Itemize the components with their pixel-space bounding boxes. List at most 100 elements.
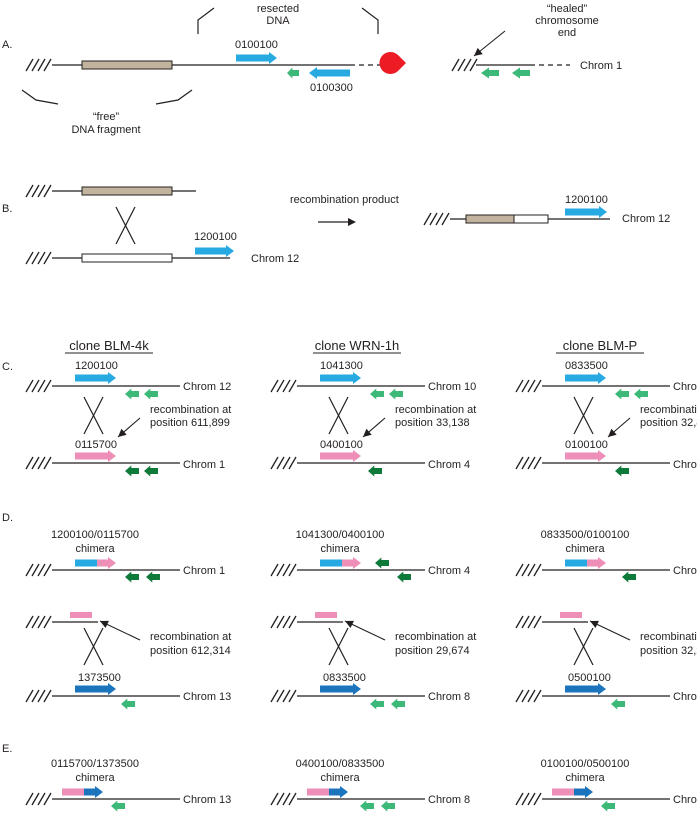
chromosome-end-hatch-icon — [515, 792, 542, 806]
hatch-mark — [521, 456, 530, 470]
hatch-mark — [276, 792, 285, 806]
b-primer-1200100-label: 1200100 — [194, 231, 237, 243]
c-bottom-darkgreen-arrow-a-2 — [615, 465, 629, 477]
healed-green-arrow-b — [512, 67, 530, 79]
c-recomb-line2-1: position 33,138 — [395, 417, 470, 429]
hatch-mark — [435, 212, 444, 226]
chromosome-end-hatch-icon — [270, 689, 297, 703]
d-chimera-line1-1: 1041300/0400100 — [296, 529, 385, 541]
b-product-tan-box — [465, 214, 515, 224]
hatch-mark — [37, 456, 46, 470]
chromosome-end-hatch-icon — [25, 379, 52, 393]
resected-label-line2: DNA — [266, 15, 290, 27]
hatch-mark — [25, 563, 34, 577]
d-bottom-green-arrow-a-1 — [370, 698, 384, 710]
chimera-right-segment — [97, 557, 116, 569]
hatch-mark — [527, 792, 536, 806]
e-chimera-line1-2: 0100100/0500100 — [541, 758, 630, 770]
d-recomb-line2-2: position 32,213 — [640, 645, 697, 657]
hatch-mark — [515, 379, 524, 393]
chromosome-end-hatch-icon — [451, 58, 478, 72]
chromosome-end-hatch-icon — [25, 251, 52, 265]
chimera-right-segment — [587, 557, 606, 569]
hatch-mark — [533, 689, 542, 703]
hatch-mark — [457, 58, 466, 72]
hatch-mark — [25, 379, 34, 393]
c-recomb-pointer-0-head — [118, 428, 127, 437]
d-bottom-green-arrow-b-1 — [391, 698, 405, 710]
hatch-mark — [463, 58, 472, 72]
hatch-mark — [288, 792, 297, 806]
hatch-mark — [521, 689, 530, 703]
e-chrom-label-1: Chrom 8 — [428, 794, 470, 806]
c-top-green-arrow-b-1 — [389, 388, 403, 400]
d-top-darkgreen-arrow-a-2 — [622, 571, 636, 583]
c-top-primer-arrow-0 — [75, 372, 116, 384]
chromosome-end-hatch-icon — [270, 615, 297, 629]
d-recomb-line2-1: position 29,674 — [395, 645, 470, 657]
d-bottom-green-arrow-a-0 — [121, 698, 135, 710]
chromosome-end-hatch-icon — [25, 456, 52, 470]
hatch-mark — [31, 456, 40, 470]
panel-label-B: B. — [2, 203, 12, 215]
hatch-mark — [270, 792, 279, 806]
healed-pointer-head — [474, 47, 483, 56]
hatch-mark — [282, 792, 291, 806]
hatch-mark — [37, 615, 46, 629]
hatch-mark — [527, 689, 536, 703]
d-chimera-line1-2: 0833500/0100100 — [541, 529, 630, 541]
d-chimera-line1-0: 1200100/0115700 — [51, 529, 139, 541]
hatch-mark — [288, 615, 297, 629]
c-top-green-arrow-a-0 — [125, 388, 139, 400]
d-top-chrom-label-2: Chrom 1 — [673, 565, 697, 577]
e-green-arrow-a-0 — [111, 800, 125, 812]
hatch-mark — [270, 689, 279, 703]
c-top-green-arrow-a-1 — [370, 388, 384, 400]
c-recomb-line2-0: position 611,899 — [150, 417, 230, 429]
d-bottom-primer-arrow-0 — [75, 683, 116, 695]
e-chrom-label-0: Chrom 13 — [183, 794, 231, 806]
hatch-mark — [533, 563, 542, 577]
c-top-primer-label-2: 0833500 — [565, 360, 608, 372]
d-top-darkgreen-arrow-a-0 — [125, 571, 139, 583]
hatch-mark — [43, 689, 52, 703]
hatch-mark — [288, 563, 297, 577]
c-bottom-chrom-label-1: Chrom 4 — [428, 459, 470, 471]
d-chimera-line2-2: chimera — [565, 543, 605, 555]
d-recomb-pointer-1-head — [345, 620, 354, 629]
c-top-chrom-label-2: Chrom 8 — [673, 381, 697, 393]
c-top-green-arrow-a-2 — [615, 388, 629, 400]
hatch-mark — [276, 456, 285, 470]
c-bottom-primer-label-1: 0400100 — [320, 439, 363, 451]
c-bottom-darkgreen-arrow-1 — [368, 465, 382, 477]
hatch-mark — [31, 689, 40, 703]
e-chimera-arrow-1 — [307, 786, 348, 798]
c-bottom-primer-arrow-0 — [75, 450, 116, 462]
hatch-mark — [270, 379, 279, 393]
resected-label-line1: resected — [257, 3, 299, 15]
chimera-right-segment — [329, 786, 348, 798]
hatch-mark — [43, 58, 52, 72]
free-label-line2: DNA fragment — [71, 124, 140, 136]
hatch-mark — [521, 615, 530, 629]
c-bottom-primer-arrow-2 — [565, 450, 606, 462]
hatch-mark — [37, 689, 46, 703]
c-recomb-line2-2: position 32,876 — [640, 417, 697, 429]
primer-0100100-arrow — [236, 52, 277, 64]
chromosome-end-hatch-icon — [25, 615, 52, 629]
c-top-chrom-label-1: Chrom 10 — [428, 381, 476, 393]
hatch-mark — [533, 792, 542, 806]
hatch-mark — [276, 563, 285, 577]
healed-label-line2: chromosome — [535, 15, 599, 27]
c-bottom-chrom-label-2: Chrom 1 — [673, 459, 697, 471]
d-cross-2-b — [573, 627, 594, 666]
b-product-white-box — [513, 214, 549, 224]
hatch-mark — [288, 379, 297, 393]
hatch-mark — [270, 615, 279, 629]
exonuclease-pacman-icon — [379, 52, 406, 74]
clone-title-1: clone WRN-1h — [315, 338, 400, 353]
c-bottom-chrom-label-0: Chrom 1 — [183, 459, 225, 471]
hatch-mark — [25, 456, 34, 470]
d-top-chrom-label-1: Chrom 4 — [428, 565, 470, 577]
